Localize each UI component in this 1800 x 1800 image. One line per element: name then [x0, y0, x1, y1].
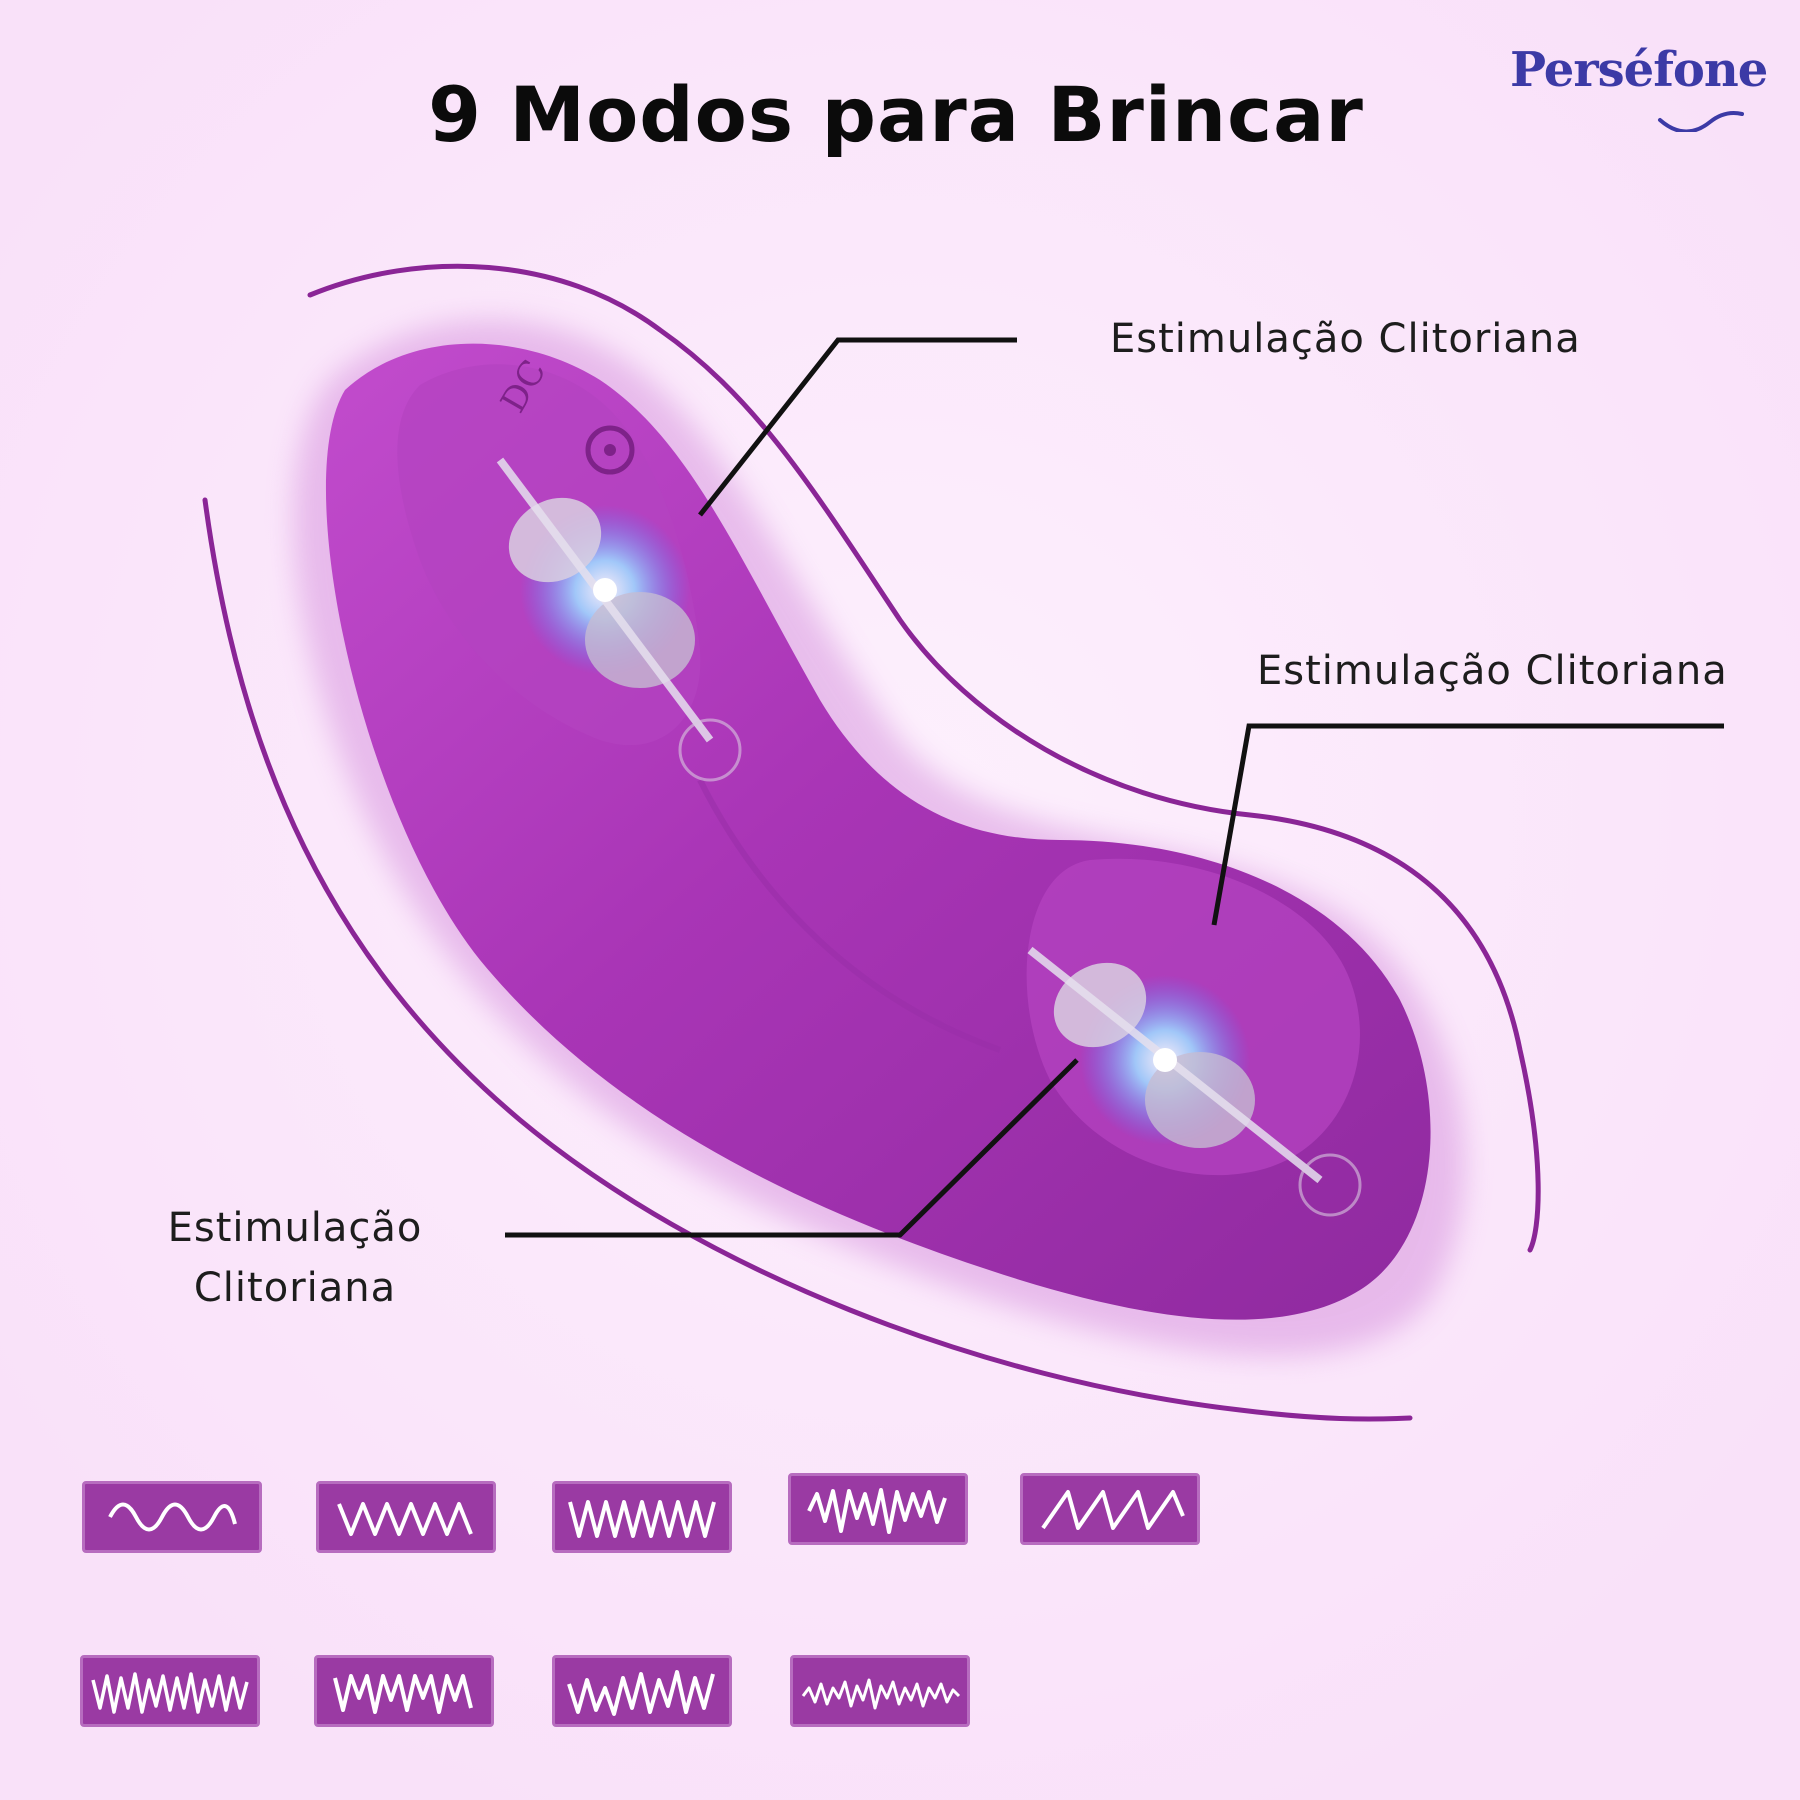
mode-1-button[interactable]: [82, 1481, 262, 1553]
leader-line-left: [505, 1058, 1079, 1238]
mode-6-button[interactable]: [80, 1655, 260, 1727]
wave-medium-icon: [337, 1502, 473, 1536]
label-clitoral-right: Estimulação Clitoriana: [1257, 648, 1728, 694]
mode-2-button[interactable]: [316, 1481, 496, 1553]
mode-9-button[interactable]: [790, 1655, 970, 1727]
brand-swash-icon: [1658, 111, 1744, 132]
brand-name: Perséfone: [1510, 42, 1768, 98]
mode-5-button[interactable]: [1020, 1473, 1200, 1545]
brand-logo: Perséfone: [1510, 42, 1768, 132]
label-left-line1: Estimulação: [167, 1205, 423, 1251]
body-outline-lower: [202, 497, 1413, 1422]
label-clitoral-top: Estimulação Clitoriana: [1110, 316, 1581, 362]
dc-port-icon: [585, 425, 635, 475]
motor-lower: [1027, 946, 1362, 1217]
page-title: 9 Modos para Brincar: [428, 70, 1364, 159]
sawtooth-icon: [1041, 1490, 1185, 1530]
pulse-burst-icon: [807, 1488, 947, 1534]
wave-rising-icon: [567, 1670, 715, 1716]
zigzag-fine-icon: [801, 1678, 961, 1710]
wave-fast-icon: [568, 1500, 716, 1538]
pulse-double-icon: [333, 1674, 473, 1714]
mode-7-button[interactable]: [314, 1655, 494, 1727]
label-left-line2: Clitoriana: [193, 1265, 397, 1311]
body-outline: [307, 263, 1541, 1253]
motor-upper: [496, 457, 742, 782]
leader-line-top: [698, 337, 1017, 517]
mode-3-button[interactable]: [552, 1481, 732, 1553]
wave-dense-icon: [91, 1672, 249, 1714]
leader-line-right: [1211, 723, 1724, 926]
mode-8-button[interactable]: [552, 1655, 732, 1727]
label-clitoral-left: Estimulação Clitoriana: [130, 1198, 460, 1318]
wave-slow-icon: [108, 1502, 237, 1532]
mode-4-button[interactable]: [788, 1473, 968, 1545]
